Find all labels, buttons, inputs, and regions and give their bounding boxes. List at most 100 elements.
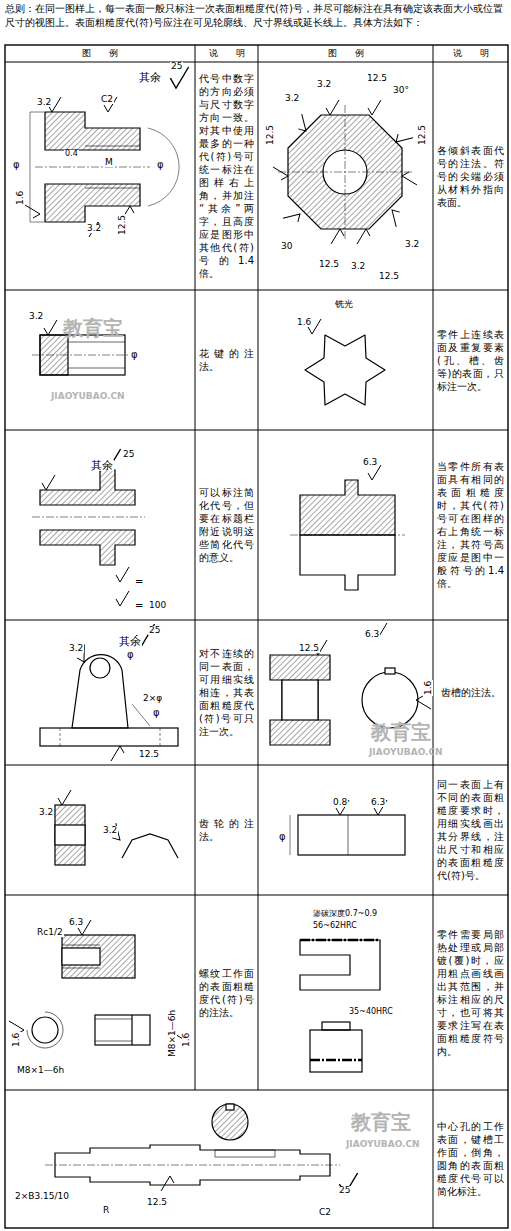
drawing-label: φ bbox=[130, 350, 139, 360]
drawing-label: 3.2 bbox=[38, 808, 54, 817]
watermark: 教育宝 bbox=[350, 1112, 412, 1132]
note-cell: 螺纹工作面的表面粗糙度代(符)号的注法。 bbox=[195, 895, 258, 1090]
cell-text: 花键的注法。 bbox=[199, 347, 254, 373]
drawing-label: 3.2 bbox=[284, 94, 300, 103]
drawing-label: φ bbox=[152, 708, 161, 718]
drawing-label: 56~62HRC bbox=[312, 922, 358, 930]
watermark: JIAOYUBAO.CN bbox=[50, 392, 126, 401]
drawing-label: 3.2 bbox=[36, 98, 52, 107]
roughness-symbol bbox=[116, 567, 129, 582]
drawing-label: φ bbox=[278, 832, 287, 842]
drawing-label: M bbox=[104, 158, 114, 167]
header-cell: 说 明 bbox=[195, 45, 258, 62]
drawing-label: 25 bbox=[170, 62, 183, 71]
cell-text: 图 例 bbox=[328, 48, 364, 60]
general-rule: 总则：在同一图样上，每一表面一般只标注一次表面粗糙度代(符)号，并尽可能标注在具… bbox=[5, 2, 506, 29]
drawing-label: M8×1—6h bbox=[16, 1066, 65, 1075]
cell-text: 图 例 bbox=[82, 48, 118, 60]
note-cell: 中心孔的工作表面，键槽工作面，倒角，圆角的表面粗糙度代号可以简化标注。 bbox=[433, 1090, 508, 1228]
roughness-symbol bbox=[25, 205, 40, 218]
drawing-label: 30° bbox=[392, 86, 410, 95]
note-cell: 齿轮的注法。 bbox=[195, 765, 258, 895]
drawing-label: = bbox=[134, 601, 144, 611]
cell-text: 说 明 bbox=[209, 48, 245, 60]
drawing-label: 12.5 bbox=[266, 124, 275, 146]
note-cell: 花键的注法。 bbox=[195, 290, 258, 430]
cell-text: 零件上连续表面及重复要素(孔、槽、齿等)的表面，只标注一次。 bbox=[437, 328, 504, 393]
table-grid bbox=[5, 45, 508, 1228]
drawing-label: φ bbox=[12, 160, 21, 170]
header-cell: 图 例 bbox=[5, 45, 195, 62]
drawing-label: 12.5 bbox=[146, 1198, 168, 1207]
drawing-label: 3.2 bbox=[404, 240, 420, 249]
cell-text: 说 明 bbox=[453, 48, 489, 60]
cell-text: 螺纹工作面的表面粗糙度代(符)号的注法。 bbox=[199, 967, 254, 1019]
drawing-label: 1.6 bbox=[182, 1032, 191, 1048]
roughness-symbol bbox=[331, 229, 344, 244]
watermark: JIAOYUBAO.CN bbox=[345, 1140, 421, 1149]
drawing-label: 30 bbox=[280, 242, 293, 251]
roughness-symbol bbox=[161, 1176, 174, 1191]
roughness-symbol bbox=[368, 465, 381, 480]
drawing-label: 3.2 bbox=[316, 80, 332, 89]
header-cell: 图 例 bbox=[258, 45, 433, 62]
note-cell: 各倾斜表面代号的注法。符号的尖端必须从材料外指向表面。 bbox=[433, 62, 508, 290]
note-cell: 齿槽的注法。 bbox=[433, 620, 508, 765]
cell-text: 各倾斜表面代号的注法。符号的尖端必须从材料外指向表面。 bbox=[437, 144, 504, 209]
watermark: 教育宝 bbox=[62, 318, 124, 338]
drawing-label: 6.3 bbox=[370, 798, 386, 807]
cell-text: 中心孔的工作表面，键槽工作面，倒角，圆角的表面粗糙度代号可以简化标注。 bbox=[437, 1120, 504, 1198]
cell-text: 零件需要局部热处理或局部镀(覆)时，应用粗点画线画出其范围，并标注相应的尺寸，也… bbox=[437, 928, 504, 1058]
cell-text: 对不连续的同一表面，可用细实线相连，其表面粗糙度代(符)号可只注一次。 bbox=[199, 647, 254, 738]
drawing-label: 25 bbox=[148, 626, 161, 635]
drawing-label: C2 bbox=[318, 1208, 332, 1217]
drawing-label: 6.3 bbox=[362, 458, 378, 467]
drawing-label: 12.5 bbox=[418, 124, 427, 146]
drawing-label: 25 bbox=[338, 1186, 351, 1195]
drawing-label: 12.5 bbox=[366, 74, 388, 83]
drawing-label: 铣光 bbox=[334, 300, 354, 309]
drawing-label: 1.6 bbox=[424, 680, 433, 696]
drawing-label: 12.5 bbox=[298, 644, 320, 653]
roughness-symbol bbox=[58, 790, 71, 805]
roughness-symbol bbox=[44, 320, 57, 335]
drawing-label: 12.5 bbox=[318, 260, 340, 269]
cell-text: 代号中数字的方向必须与尺寸数字方向一致。对其中使用最多的一种代(符)号可统一标注… bbox=[199, 72, 254, 280]
drawing-label: 12.5 bbox=[378, 272, 400, 281]
roughness-symbol bbox=[111, 746, 124, 761]
note-cell: 代号中数字的方向必须与尺寸数字方向一致。对其中使用最多的一种代(符)号可统一标注… bbox=[195, 62, 258, 290]
cell-text: 当零件所有表面具有相同的表面粗糙度时，其代(符)号可在图样的右上角统一标注，其符… bbox=[437, 460, 504, 590]
drawing-label: 3.2 bbox=[86, 224, 102, 233]
note-cell: 同一表面上有不同的表面粗糙度要求时，用细实线画出其分界线，注出尺寸和相应的表面粗… bbox=[433, 765, 508, 895]
drawing-label: 其余 bbox=[90, 460, 114, 471]
drawing-label: 3.2 bbox=[28, 312, 44, 321]
drawing-label: 其余 bbox=[118, 636, 142, 647]
drawing-label: 3.2 bbox=[350, 262, 366, 271]
drawing-label: φ bbox=[156, 160, 165, 170]
roughness-symbol bbox=[293, 114, 313, 134]
drawing-label: 渗碳深度0.7~0.9 bbox=[312, 910, 378, 918]
drawing-label: 2×φ bbox=[142, 694, 163, 703]
part-drawings bbox=[27, 105, 418, 1185]
drawing-label: 1.6 bbox=[296, 318, 312, 327]
watermark: 教育宝 bbox=[370, 722, 432, 742]
drawing-label: 3.2 bbox=[102, 826, 118, 835]
drawing-label: 35~40HRC bbox=[348, 1008, 394, 1016]
note-cell: 零件上连续表面及重复要素(孔、槽、齿等)的表面，只标注一次。 bbox=[433, 290, 508, 430]
drawing-label: 12.5 bbox=[118, 214, 127, 236]
watermark: JIAOYUBAO.CN bbox=[368, 748, 444, 757]
drawing-label: 0.4 bbox=[64, 150, 79, 158]
note-cell: 对不连续的同一表面，可用细实线相连，其表面粗糙度代(符)号可只注一次。 bbox=[195, 620, 258, 765]
note-cell: 零件需要局部热处理或局部镀(覆)时，应用粗点画线画出其范围，并标注相应的尺寸，也… bbox=[433, 895, 508, 1090]
drawing-label: C2 bbox=[100, 95, 114, 104]
cell-text: 齿轮的注法。 bbox=[199, 817, 254, 843]
header-cell: 说 明 bbox=[433, 45, 508, 62]
drawing-label: 12.5 bbox=[138, 750, 160, 759]
cell-text: 可以标注简化代号，但要在标题栏附近说明这些简化代号的意义。 bbox=[199, 486, 254, 564]
cell-text: 齿槽的注法。 bbox=[441, 686, 501, 699]
drawing-label: 6.3 bbox=[364, 630, 380, 639]
drawing-label: 3.2 bbox=[68, 644, 84, 653]
roughness-symbol bbox=[368, 100, 381, 115]
roughness-symbol bbox=[357, 229, 370, 244]
